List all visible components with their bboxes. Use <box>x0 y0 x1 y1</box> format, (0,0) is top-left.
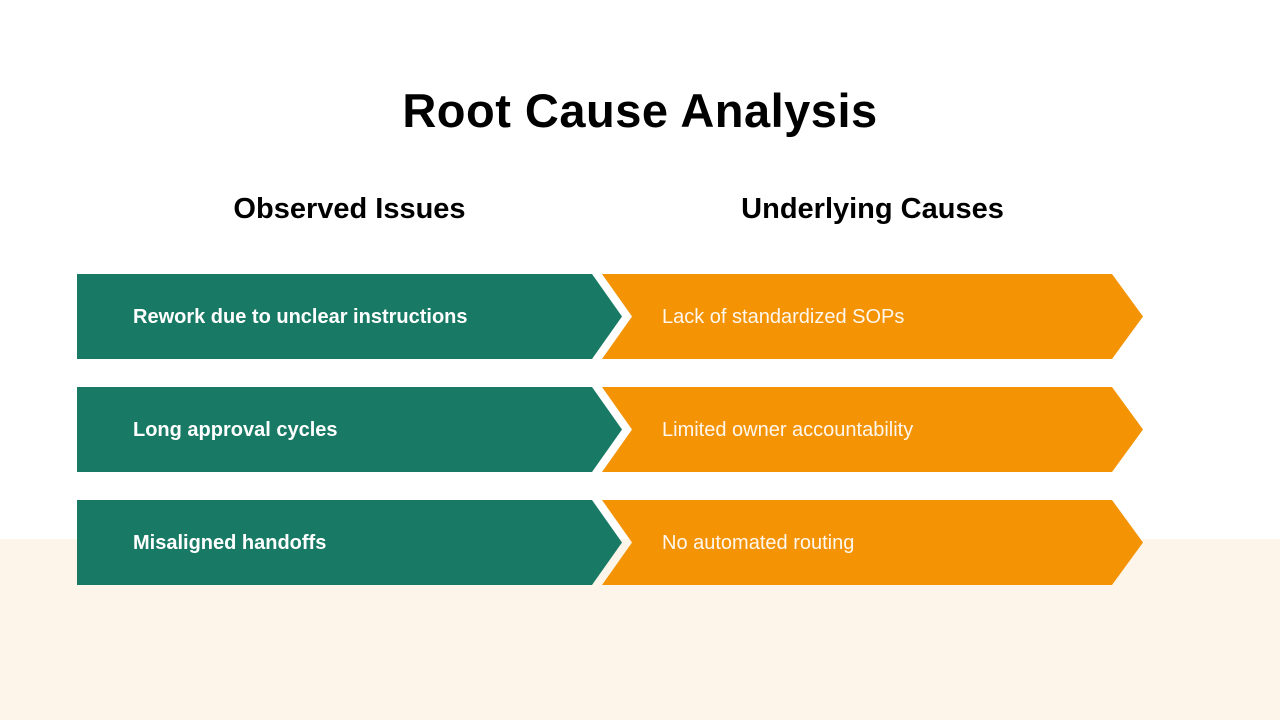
cause-label: Limited owner accountability <box>662 418 914 441</box>
cause-label: No automated routing <box>662 531 855 554</box>
issue-label: Long approval cycles <box>133 418 338 441</box>
row-approval: Long approval cycles Limited owner accou… <box>0 387 1280 472</box>
issue-label: Rework due to unclear instructions <box>133 305 468 328</box>
cause-arrow: No automated routing <box>602 500 1143 585</box>
cause-arrow: Lack of standardized SOPs <box>602 274 1143 359</box>
column-header-observed-issues: Observed Issues <box>233 193 466 225</box>
issue-arrow: Rework due to unclear instructions <box>77 274 622 359</box>
slide-title: Root Cause Analysis <box>402 84 878 138</box>
root-cause-rows: Rework due to unclear instructions Lack … <box>0 274 1280 613</box>
cause-arrow: Limited owner accountability <box>602 387 1143 472</box>
issue-arrow: Misaligned handoffs <box>77 500 622 585</box>
issue-arrow: Long approval cycles <box>77 387 622 472</box>
cause-label: Lack of standardized SOPs <box>662 305 905 328</box>
issue-label: Misaligned handoffs <box>133 531 327 554</box>
column-headers: Observed Issues Underlying Causes <box>0 193 1280 233</box>
row-handoffs: Misaligned handoffs No automated routing <box>0 500 1280 585</box>
row-rework: Rework due to unclear instructions Lack … <box>0 274 1280 359</box>
column-header-underlying-causes: Underlying Causes <box>741 193 1004 225</box>
